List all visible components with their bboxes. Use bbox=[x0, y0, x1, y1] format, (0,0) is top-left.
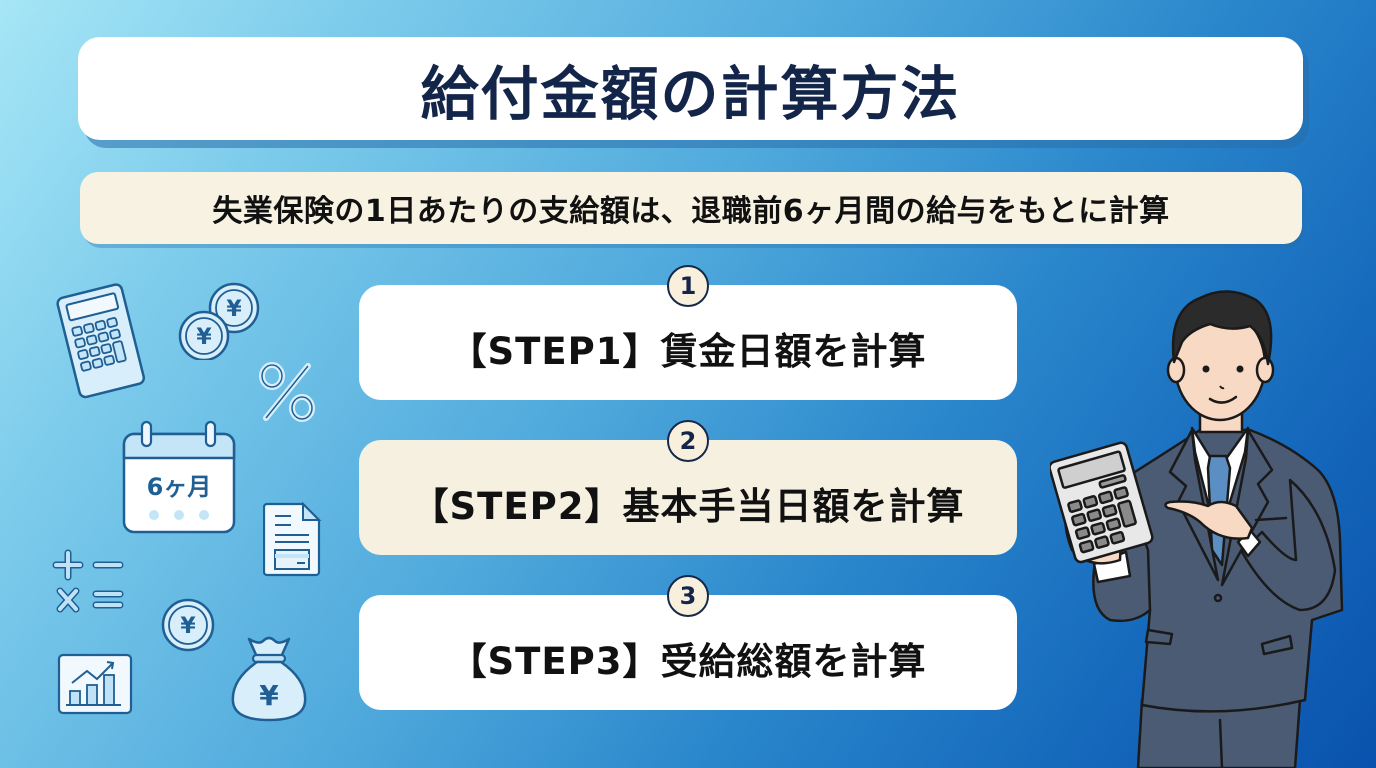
step-number-badge: 2 bbox=[667, 420, 709, 462]
yen-coin-icon: ¥ bbox=[161, 598, 215, 652]
step-number-badge: 3 bbox=[667, 575, 709, 617]
step-label: 【STEP2】基本手当日額を計算 bbox=[411, 484, 965, 528]
growth-chart-icon bbox=[57, 653, 133, 715]
step-card-2: 2 【STEP2】基本手当日額を計算 bbox=[359, 420, 1017, 555]
subtitle-banner: 失業保険の1日あたりの支給額は、退職前6ヶ月間の給与をもとに計算 bbox=[80, 172, 1302, 244]
step-label: 【STEP3】受給総額を計算 bbox=[449, 639, 927, 683]
math-operators-icon bbox=[52, 549, 124, 613]
svg-text:¥: ¥ bbox=[226, 297, 242, 322]
yen-coins-icon: ¥ ¥ bbox=[178, 282, 260, 360]
step-label: 【STEP1】賃金日額を計算 bbox=[449, 329, 927, 373]
step-card-3: 3 【STEP3】受給総額を計算 bbox=[359, 575, 1017, 710]
page-subtitle: 失業保険の1日あたりの支給額は、退職前6ヶ月間の給与をもとに計算 bbox=[212, 194, 1170, 229]
page-title: 給付金額の計算方法 bbox=[420, 59, 961, 128]
svg-text:¥: ¥ bbox=[196, 325, 212, 350]
title-banner: 給付金額の計算方法 bbox=[78, 37, 1303, 140]
step-card-1: 1 【STEP1】賃金日額を計算 bbox=[359, 265, 1017, 400]
svg-text:¥: ¥ bbox=[180, 614, 196, 639]
step-number-badge: 1 bbox=[667, 265, 709, 307]
document-icon bbox=[263, 501, 322, 577]
svg-text:6ヶ月: 6ヶ月 bbox=[147, 473, 212, 501]
svg-text:¥: ¥ bbox=[259, 679, 279, 712]
calendar-icon: 6ヶ月 bbox=[122, 420, 236, 534]
businessman-illustration bbox=[1050, 290, 1344, 768]
percent-icon bbox=[259, 362, 315, 422]
calculator-icon bbox=[56, 283, 146, 399]
money-bag-icon: ¥ bbox=[231, 636, 307, 722]
